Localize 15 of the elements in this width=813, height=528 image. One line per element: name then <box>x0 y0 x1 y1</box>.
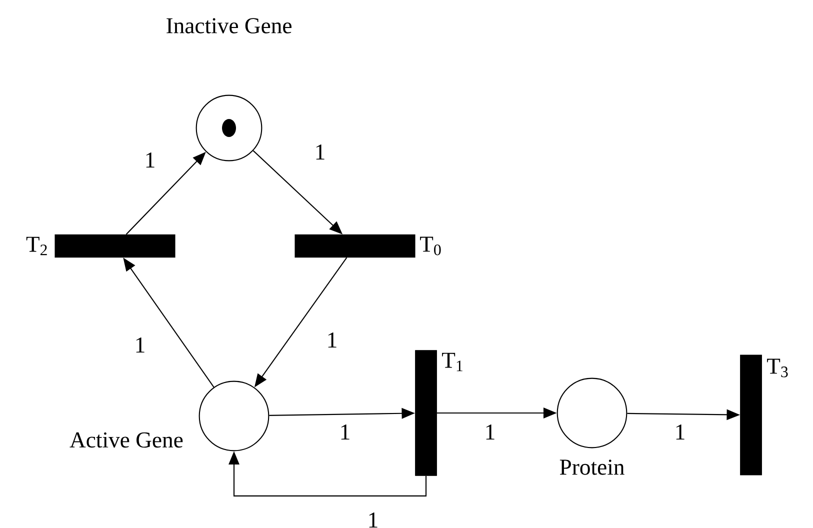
edge-label: 1 <box>673 423 687 441</box>
place-label: Protein <box>560 460 624 475</box>
transition-label: T$_{2}$ <box>26 236 47 256</box>
place-label: Active Gene <box>70 432 183 448</box>
edge-label: 1 <box>313 143 327 161</box>
transition-label: T$_{3}$ <box>767 358 788 378</box>
edge-label: 1 <box>483 423 497 441</box>
place-label: Inactive Gene <box>166 18 292 34</box>
edge-label: 1 <box>133 336 147 354</box>
edge-label: 1 <box>143 151 157 169</box>
edge-label: 1 <box>338 423 352 441</box>
transition-label: T$_{1}$ <box>442 352 462 372</box>
edge-label: 1 <box>366 511 380 528</box>
transition-label: T$_{0}$ <box>420 236 441 256</box>
edge-label: 1 <box>325 331 339 349</box>
